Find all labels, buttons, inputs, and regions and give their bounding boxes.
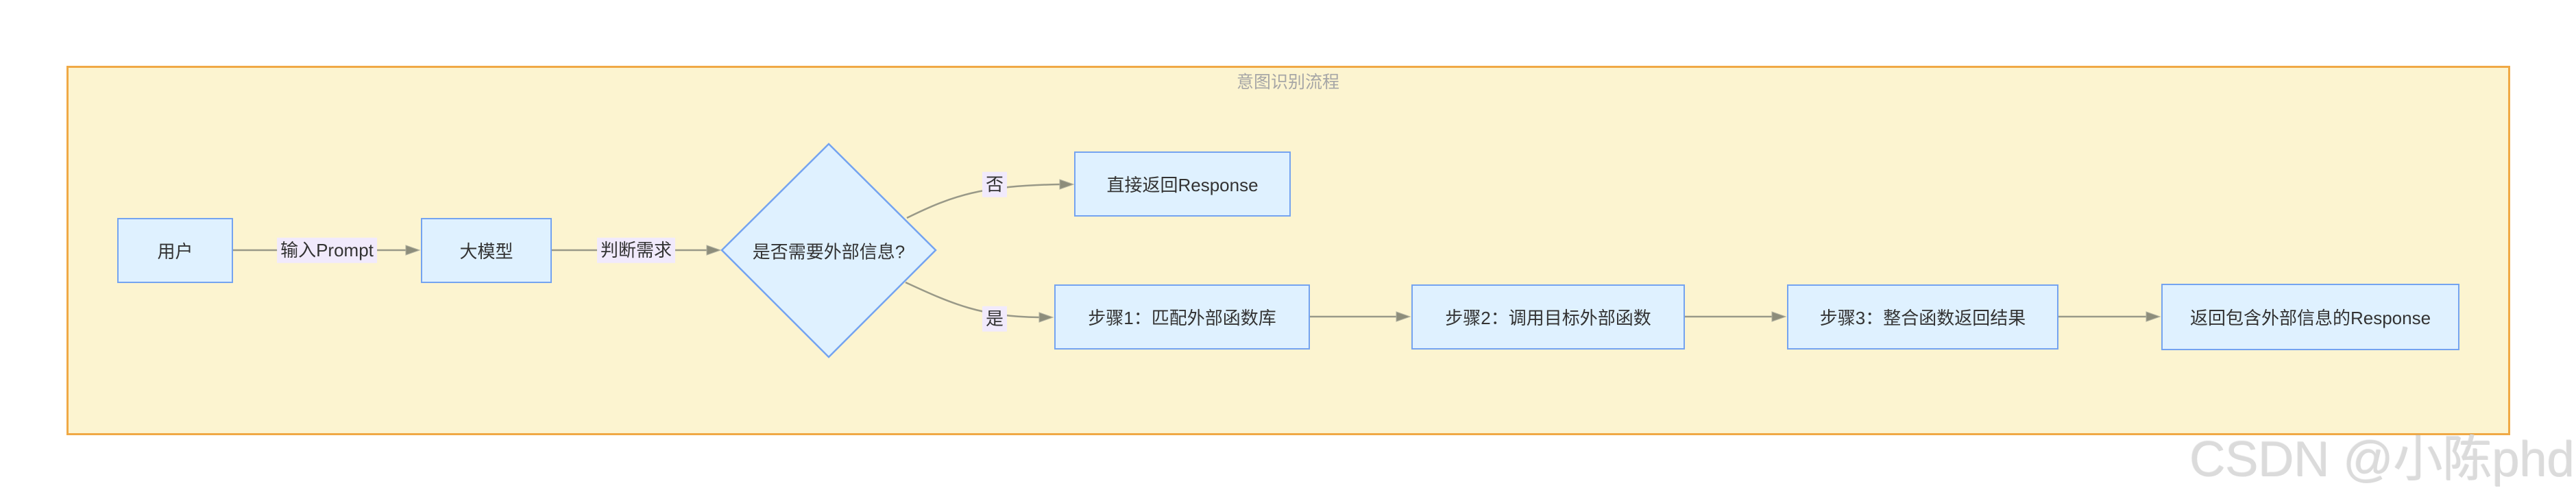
node-user: 用户 — [117, 218, 233, 283]
edge-label-no: 否 — [982, 171, 1008, 197]
edge-label-judge-need: 判断需求 — [596, 237, 676, 263]
node-step3: 步骤3：整合函数返回结果 — [1787, 284, 2058, 350]
arrowhead-no-branch — [1059, 179, 1075, 190]
node-direct-response: 直接返回Response — [1074, 151, 1291, 217]
node-step2: 步骤2：调用目标外部函数 — [1411, 284, 1685, 350]
node-step2-label: 步骤2：调用目标外部函数 — [1445, 308, 1651, 328]
edge-label-yes: 是 — [982, 306, 1008, 332]
arrowhead-step2-step3 — [1771, 311, 1787, 322]
node-llm: 大模型 — [421, 218, 552, 283]
node-user-label: 用户 — [157, 241, 193, 262]
arrowhead-yes-branch — [1038, 312, 1054, 323]
node-llm-label: 大模型 — [459, 241, 513, 262]
edge-yes-branch — [905, 281, 1040, 319]
arrowhead-step1-step2 — [1396, 311, 1411, 322]
arrowhead-llm-decision — [706, 245, 722, 256]
node-direct-response-label: 直接返回Response — [1106, 175, 1259, 195]
node-final-response-label: 返回包含外部信息的Response — [2189, 308, 2431, 328]
node-step3-label: 步骤3：整合函数返回结果 — [1819, 308, 2026, 328]
arrowhead-step3-final — [2146, 311, 2161, 322]
arrowhead-user-llm — [405, 245, 421, 256]
node-final-response: 返回包含外部信息的Response — [2161, 284, 2459, 350]
edge-label-input-prompt: 输入Prompt — [277, 237, 377, 263]
node-step1: 步骤1：匹配外部函数库 — [1054, 284, 1310, 350]
cluster-title: 意图识别流程 — [1236, 73, 1340, 92]
node-decision-label: 是否需要外部信息? — [752, 241, 906, 262]
csdn-watermark: CSDN @小陈phd — [2189, 432, 2575, 487]
decision-diamond — [720, 143, 937, 358]
edge-no-branch — [906, 183, 1060, 219]
node-step1-label: 步骤1：匹配外部函数库 — [1088, 308, 1276, 328]
